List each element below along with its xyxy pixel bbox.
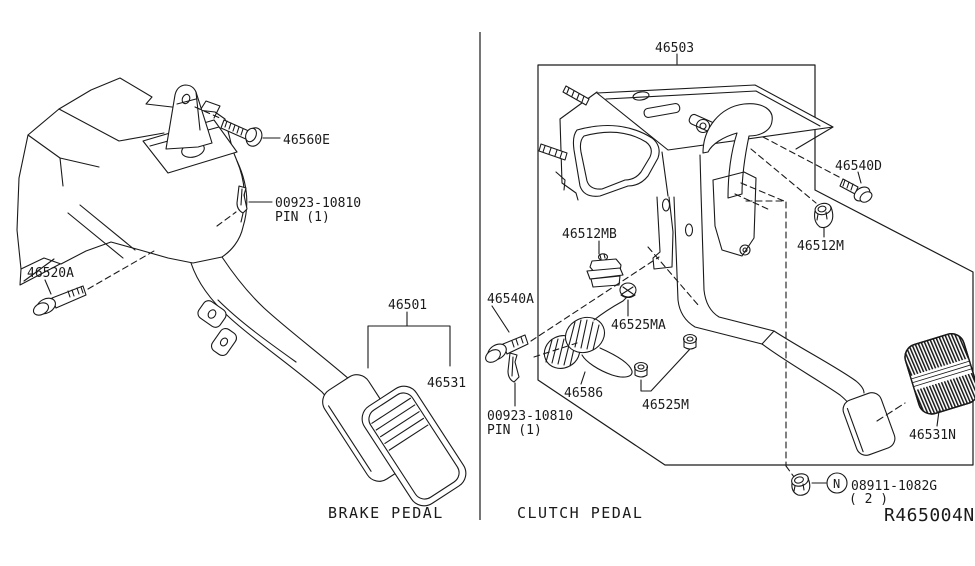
brake-fulcrum-bolt-46520A [32,250,155,316]
clutch-foot-plate [842,392,896,456]
label-46586: 46586 [564,386,603,401]
label-46560E: 46560E [283,133,330,148]
brake-arm-tab [197,300,238,357]
label-brake-pin-qty: PIN (1) [275,210,330,225]
clutch-bracket-window [572,125,660,197]
clutch-bracket-left-wall [538,85,598,201]
brake-pedal-assembly [16,77,467,507]
brake-assy-callout-bracket [367,311,451,369]
clutch-clip-46525MA [619,282,637,317]
clutch-stopper-46512MB [586,240,624,288]
label-clutch-pin-part: 00923-10810 [487,409,573,424]
label-clutch-pin-qty: PIN (1) [487,423,542,438]
label-46525MA: 46525MA [611,318,666,333]
clutch-pedal-pad [876,333,975,427]
n-circle-icon [826,472,848,494]
label-46531: 46531 [427,376,466,391]
brake-bracket-bolt-46560E [194,106,281,147]
clutch-pedal-assembly [485,53,975,496]
label-08911-1082G: 08911-1082G [851,479,937,494]
label-46503: 46503 [655,41,694,56]
label-46525M: 46525M [642,398,689,413]
label-brake-pin-part: 00923-10810 [275,196,361,211]
clutch-assy-outline-box [537,64,974,466]
label-46512MB: 46512MB [562,227,617,242]
drawing-code: R465004N [884,505,975,526]
label-46531N: 46531N [909,428,956,443]
label-locknut-qty: ( 2 ) [849,492,888,507]
clutch-nut-46525M [633,333,698,392]
label-n-symbol: N [833,477,840,491]
label-46512M: 46512M [797,239,844,254]
brake-spring-pin [216,185,273,227]
hidden-edge-dashes [647,182,795,478]
clutch-spring-pin [507,352,520,407]
clutch-pedal-arm [761,330,865,407]
callout-labels: 46560E 00923-10810 PIN (1) 46520A 46501 … [27,41,975,526]
clutch-assist-spring-46586 [543,296,633,385]
caption-clutch-pedal: CLUTCH PEDAL [517,504,643,522]
clutch-bracket-top-plate [596,84,834,151]
clutch-bracket-base [652,151,775,345]
label-46540D: 46540D [835,159,882,174]
brake-pedal-pad [361,385,467,507]
clutch-nut-46512M [814,202,834,238]
clutch-bolt-46540D [750,136,873,204]
brake-bracket [16,77,248,286]
clutch-locknut-08911 [791,472,848,496]
clutch-fulcrum-bolt-46540A [485,256,660,363]
clutch-pivot-loop [702,103,773,199]
label-46501: 46501 [388,298,427,313]
caption-brake-pedal: BRAKE PEDAL [328,504,444,522]
label-46540A: 46540A [487,292,534,307]
brake-bracket-tower [165,84,213,150]
label-46520A: 46520A [27,266,74,281]
